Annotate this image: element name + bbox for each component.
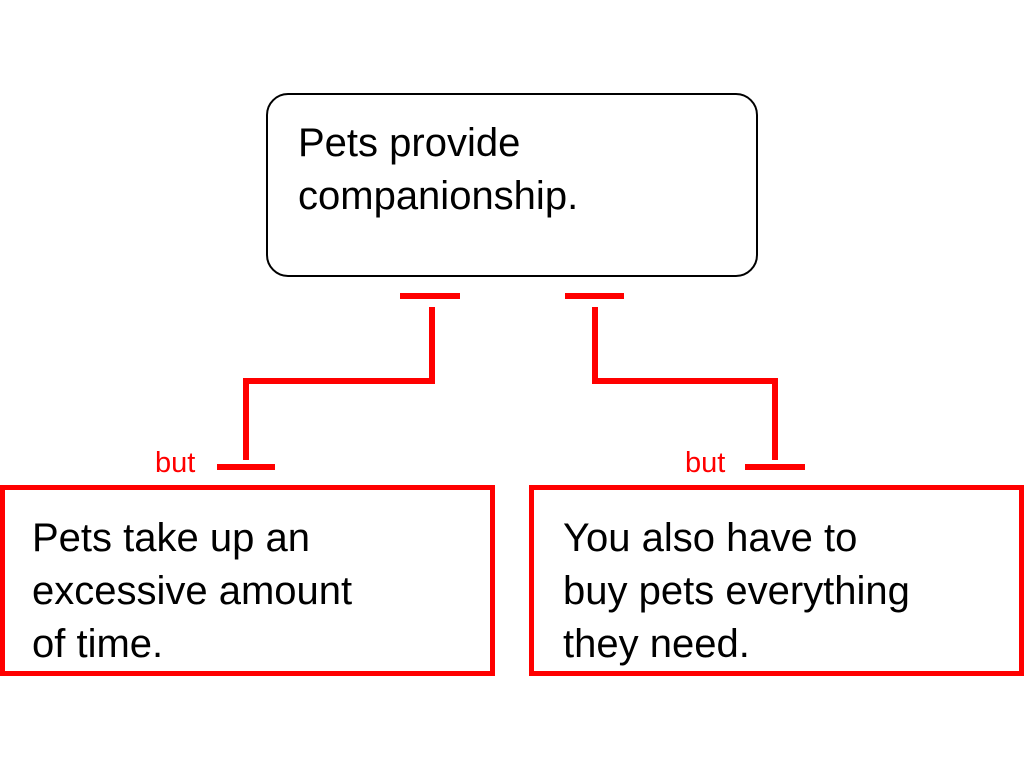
right-connector-elbow (592, 307, 778, 460)
objection-box-right: You also have to buy pets everything the… (529, 485, 1024, 676)
objection-box-left: Pets take up an excessive amount of time… (0, 485, 495, 676)
right-connective-label: but (685, 447, 726, 479)
objection-text-left: Pets take up an excessive amount of time… (32, 516, 353, 666)
claim-box: Pets provide companionship. (266, 93, 758, 277)
claim-text: Pets provide companionship. (298, 121, 579, 218)
left-connective-label: but (155, 447, 196, 479)
left-objection-connector (217, 293, 460, 470)
objection-text-right: You also have to buy pets everything the… (563, 516, 910, 666)
left-connector-elbow (243, 307, 435, 460)
right-objection-connector (565, 293, 805, 470)
